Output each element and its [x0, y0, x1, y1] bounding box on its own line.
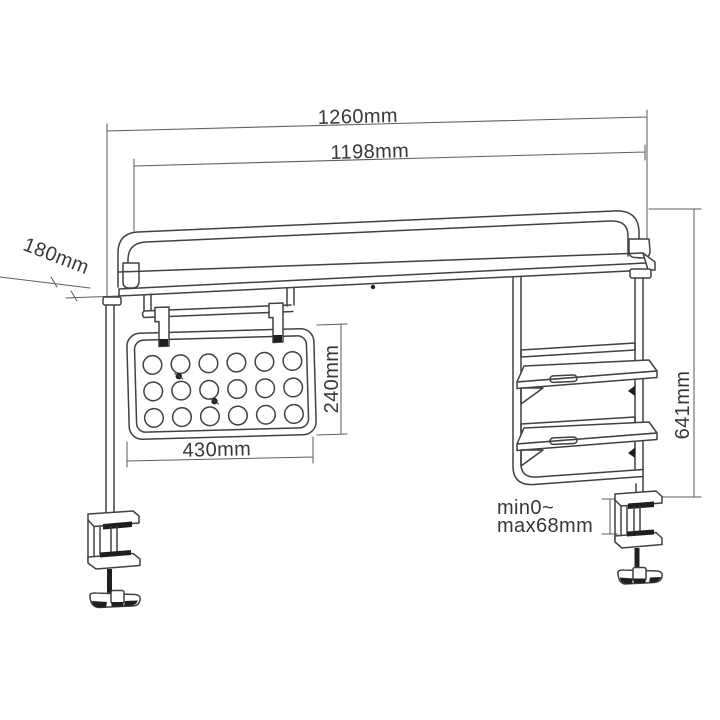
frame-left-post-cap	[122, 262, 140, 289]
dim-overall-height	[648, 208, 702, 498]
pegboard	[126, 328, 317, 440]
left-desk-clamp	[87, 510, 141, 609]
shelf-slot	[549, 374, 578, 384]
pegboard-hole	[143, 407, 164, 428]
dim-clamp-range-label-line1: min0~	[497, 497, 554, 519]
clamp-screw	[107, 569, 112, 596]
dim-upper-width	[133, 144, 646, 232]
dim-pegboard-width	[126, 436, 314, 468]
left-leg-collar	[102, 296, 122, 306]
right-tube-collar	[629, 268, 652, 279]
dim-total-width	[106, 109, 648, 301]
dim-clamp-range-label-line2: max68mm	[497, 515, 593, 537]
dim-overall-height-label: 641mm	[672, 371, 694, 440]
shelf-bracket	[520, 387, 544, 405]
pegboard-holes	[142, 350, 304, 428]
upper-crossbar	[520, 342, 636, 358]
shelf-bracket	[520, 449, 544, 467]
pegboard-hook-right	[268, 302, 284, 344]
pegboard-hole	[171, 407, 192, 428]
main-shelf	[118, 252, 656, 297]
pegboard-hole	[254, 351, 275, 372]
clamp-screw	[634, 548, 640, 571]
pegboard-hole	[142, 354, 163, 375]
pegboard-hole	[199, 379, 220, 400]
pegboard-hole	[171, 380, 192, 401]
pegboard-hole	[227, 379, 248, 400]
back-frame	[117, 210, 651, 289]
pegboard-hole	[143, 381, 164, 402]
pegboard-hole	[283, 403, 304, 425]
dim-depth-label: 180mm	[20, 234, 92, 279]
dim-pegboard-width-label: 430mm	[182, 438, 251, 461]
dim-total-width-label: 1260mm	[317, 105, 398, 129]
pegboard-hole	[255, 404, 276, 425]
pegboard-hole	[199, 406, 220, 427]
dim-depth	[0, 276, 120, 302]
shelf-slot	[549, 436, 578, 446]
pegboard-hole	[198, 353, 219, 374]
under-shelf-screw	[370, 284, 376, 290]
dim-pegboard-height	[316, 323, 348, 436]
pegboard-hole	[170, 354, 191, 375]
left-leg	[102, 296, 122, 517]
pegboard-hole	[282, 350, 303, 372]
upper-side-shelf	[516, 359, 658, 405]
pegboard-hole	[255, 378, 276, 399]
pegboard-hook-left	[154, 306, 170, 348]
shelf-right-end-cap	[642, 252, 656, 271]
pegboard-hole	[226, 352, 247, 373]
pegboard-hole	[283, 377, 304, 398]
dim-upper-width-label: 1198mm	[330, 140, 409, 164]
pegboard-hole	[227, 405, 248, 426]
lower-side-shelf	[516, 421, 658, 467]
dim-pegboard-height-label: 240mm	[321, 345, 343, 414]
right-desk-clamp	[614, 490, 663, 585]
